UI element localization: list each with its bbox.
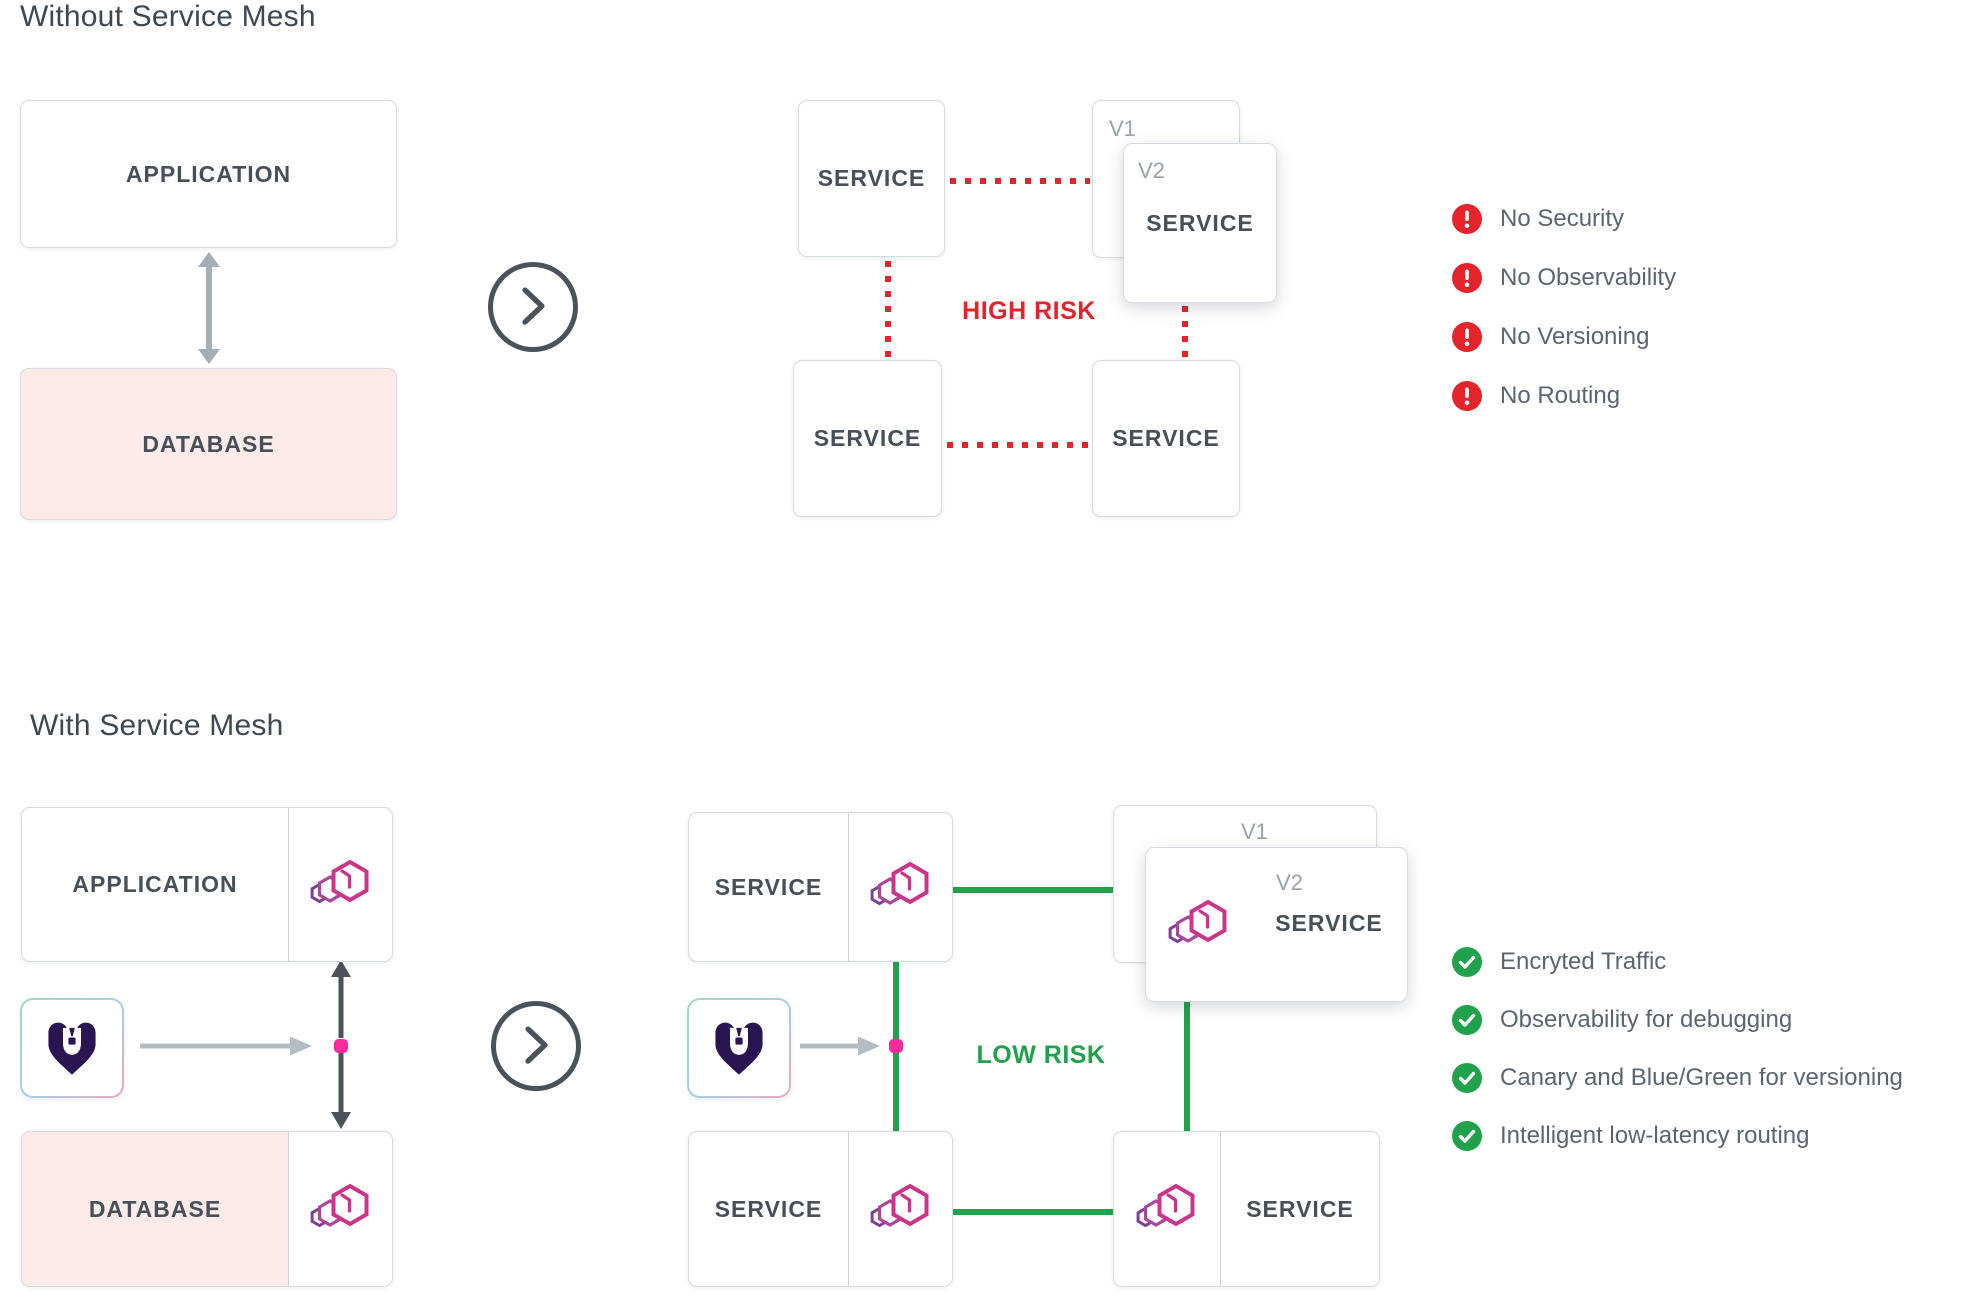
issues-list: No Security No Observability No Versioni… xyxy=(1452,204,1676,411)
service-box: SERVICE xyxy=(798,100,945,257)
issue-item: No Security xyxy=(1452,204,1676,234)
application-box-meshed: APPLICATION xyxy=(21,807,393,962)
mesh-sidecar-icon xyxy=(1167,897,1231,953)
service-label: SERVICE xyxy=(813,425,922,451)
section-title-with-mesh: With Service Mesh xyxy=(30,709,284,742)
secure-connection-line xyxy=(1184,1002,1190,1131)
service-v2-box-meshed: V2 SERVICE xyxy=(1145,847,1408,1002)
issue-item: No Routing xyxy=(1452,381,1676,411)
secure-connection-line xyxy=(953,887,1113,893)
service-label: SERVICE xyxy=(714,873,823,900)
v2-version-label: V2 xyxy=(1276,870,1303,895)
secure-connection-line xyxy=(953,1209,1113,1215)
error-icon xyxy=(1452,322,1482,352)
service-label: SERVICE xyxy=(817,165,926,191)
control-plane-arrow-icon xyxy=(140,1036,312,1056)
v1-version-label: V1 xyxy=(1241,819,1268,844)
mesh-sidecar-icon xyxy=(869,1181,933,1237)
sidecar-panel xyxy=(1114,1132,1220,1286)
kuma-bear-logo-icon xyxy=(41,1017,103,1079)
control-point-dot xyxy=(889,1039,903,1053)
v2-version-label: V2 xyxy=(1138,158,1165,183)
sidecar-panel xyxy=(848,1132,952,1286)
error-icon xyxy=(1452,381,1482,411)
sidecar-panel xyxy=(288,808,392,961)
service-label: SERVICE xyxy=(714,1195,823,1222)
mesh-sidecar-icon xyxy=(309,857,373,913)
benefit-label: Encryted Traffic xyxy=(1500,948,1667,975)
service-box-meshed: SERVICE xyxy=(1113,1131,1380,1287)
check-icon xyxy=(1452,1005,1482,1035)
check-icon xyxy=(1452,1121,1482,1151)
transition-chevron-circle-icon xyxy=(491,1001,581,1091)
sidecar-panel xyxy=(288,1132,392,1286)
section-title-without-mesh: Without Service Mesh xyxy=(20,0,316,33)
down-arrow-icon xyxy=(331,1051,351,1129)
service-label: SERVICE xyxy=(1112,425,1220,451)
issue-label: No Security xyxy=(1500,205,1625,232)
error-icon xyxy=(1452,263,1482,293)
benefit-item: Observability for debugging xyxy=(1452,1005,1903,1035)
control-plane-arrow-icon xyxy=(800,1036,880,1056)
insecure-connection-line xyxy=(1182,306,1188,358)
mesh-sidecar-icon xyxy=(1135,1181,1199,1237)
benefit-item: Encryted Traffic xyxy=(1452,947,1903,977)
service-label: SERVICE xyxy=(1146,210,1254,236)
benefit-label: Observability for debugging xyxy=(1500,1006,1793,1033)
issue-label: No Versioning xyxy=(1500,323,1650,350)
v1-version-label: V1 xyxy=(1109,116,1136,141)
transition-chevron-circle-icon xyxy=(488,262,578,352)
database-box-meshed: DATABASE xyxy=(21,1131,393,1287)
bidirectional-arrow-icon xyxy=(198,252,220,364)
service-box: SERVICE xyxy=(793,360,942,517)
control-point-dot xyxy=(334,1039,348,1053)
database-label: DATABASE xyxy=(88,1195,222,1222)
insecure-connection-line xyxy=(950,178,1090,184)
issue-label: No Routing xyxy=(1500,382,1621,409)
insecure-connection-line xyxy=(947,442,1090,448)
mesh-control-plane-box xyxy=(20,998,124,1098)
issue-label: No Observability xyxy=(1500,264,1677,291)
service-v2-box: V2 SERVICE xyxy=(1123,143,1277,303)
kuma-bear-logo-icon xyxy=(708,1017,770,1079)
database-label: DATABASE xyxy=(142,430,275,457)
high-risk-label: HIGH RISK xyxy=(962,297,1096,325)
benefit-item: Canary and Blue/Green for versioning xyxy=(1452,1063,1903,1093)
up-arrow-icon xyxy=(331,960,351,1038)
check-icon xyxy=(1452,1063,1482,1093)
service-label: SERVICE xyxy=(1275,910,1383,936)
error-icon xyxy=(1452,204,1482,234)
application-label: APPLICATION xyxy=(72,871,238,897)
sidecar-panel xyxy=(848,813,952,961)
benefit-item: Intelligent low-latency routing xyxy=(1452,1121,1903,1151)
low-risk-label: LOW RISK xyxy=(976,1041,1106,1069)
mesh-sidecar-icon xyxy=(869,859,933,915)
benefits-list: Encryted Traffic Observability for debug… xyxy=(1452,947,1903,1151)
service-box-meshed: SERVICE xyxy=(688,1131,953,1287)
application-label: APPLICATION xyxy=(125,160,292,187)
insecure-connection-line xyxy=(885,261,891,357)
database-box: DATABASE xyxy=(20,368,397,520)
check-icon xyxy=(1452,947,1482,977)
sidecar-panel xyxy=(1146,848,1251,1001)
service-label: SERVICE xyxy=(1246,1195,1354,1222)
issue-item: No Observability xyxy=(1452,263,1676,293)
mesh-control-plane-box xyxy=(687,998,791,1098)
issue-item: No Versioning xyxy=(1452,322,1676,352)
service-box: SERVICE xyxy=(1092,360,1240,517)
service-box-meshed: SERVICE xyxy=(688,812,953,962)
benefit-label: Intelligent low-latency routing xyxy=(1500,1122,1810,1149)
application-box: APPLICATION xyxy=(20,100,397,248)
mesh-sidecar-icon xyxy=(309,1181,373,1237)
benefit-label: Canary and Blue/Green for versioning xyxy=(1500,1064,1903,1091)
